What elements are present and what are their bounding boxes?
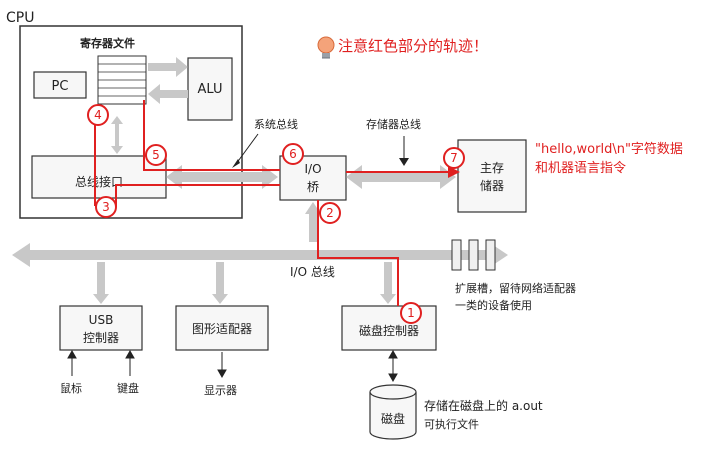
step-5-label: 5 bbox=[152, 148, 160, 162]
disk-arrow bbox=[388, 349, 398, 383]
bus-interface-label: 总线接口 bbox=[75, 174, 123, 189]
usb-controller-box bbox=[59, 305, 143, 351]
main-memory-label-2: 储器 bbox=[480, 178, 504, 193]
step-7-label: 7 bbox=[450, 151, 458, 165]
io-bridge-label-2: 桥 bbox=[307, 180, 319, 194]
annotation-line-2: 和机器语言指令 bbox=[535, 161, 626, 176]
alu-label: ALU bbox=[197, 82, 222, 97]
system-bus-pointer-head bbox=[232, 159, 240, 168]
step-6-circle bbox=[282, 143, 304, 165]
keyboard-label: 键盘 bbox=[117, 381, 139, 395]
register-file-label: 寄存器文件 bbox=[80, 36, 135, 50]
expansion-note-2: 一类的设备使用 bbox=[455, 298, 532, 312]
reg-alu-arrows bbox=[148, 57, 188, 104]
reg-bus-arrow bbox=[111, 116, 123, 154]
step-3-label: 3 bbox=[102, 200, 110, 214]
system-bus-arrow bbox=[166, 165, 278, 189]
disk-note-1: 存储在磁盘上的 a.out bbox=[424, 398, 543, 413]
display-label: 显示器 bbox=[204, 384, 237, 397]
io-bus-label: I/O 总线 bbox=[290, 265, 335, 279]
annotation-line-1: "hello,world\n"字符数据 bbox=[535, 141, 683, 157]
register-file bbox=[97, 55, 147, 105]
step-7-circle bbox=[443, 147, 465, 169]
red-arrow-head bbox=[448, 166, 460, 178]
step-1-circle bbox=[400, 302, 422, 324]
disk-controller-label: 磁盘控制器 bbox=[359, 323, 419, 338]
step-4-label: 4 bbox=[94, 108, 102, 122]
main-memory-box bbox=[457, 139, 527, 213]
memory-bus-pointer-head bbox=[399, 158, 409, 166]
graphics-adapter-box bbox=[175, 305, 269, 351]
note-text: 注意红色部分的轨迹！ bbox=[338, 37, 488, 55]
pc-box bbox=[33, 71, 87, 99]
disk-label: 磁盘 bbox=[381, 411, 405, 426]
io-bridge-label-1: I/O bbox=[304, 162, 321, 176]
step-circles bbox=[87, 104, 465, 324]
system-bus-pointer bbox=[235, 133, 259, 165]
step-5-circle bbox=[145, 144, 167, 166]
usb-label-2: 控制器 bbox=[83, 331, 119, 345]
step-2-label: 2 bbox=[326, 206, 334, 220]
expansion-slots bbox=[451, 239, 496, 271]
step-6-label: 6 bbox=[289, 147, 297, 161]
alu-box bbox=[187, 57, 233, 121]
device-drop-arrows bbox=[93, 262, 396, 304]
memory-bus-arrow bbox=[346, 165, 456, 189]
graphics-adapter-label: 图形适配器 bbox=[192, 322, 252, 336]
main-memory-label-1: 主存 bbox=[480, 161, 504, 175]
step-2-circle bbox=[319, 202, 341, 224]
usb-label-1: USB bbox=[89, 313, 114, 327]
step-4-circle bbox=[87, 104, 109, 126]
expansion-note-1: 扩展槽，留待网络适配器 bbox=[455, 281, 576, 295]
mouse-label: 鼠标 bbox=[60, 381, 82, 395]
step-3-circle bbox=[95, 196, 117, 218]
lightbulb-icon bbox=[317, 36, 335, 59]
input-device-arrows bbox=[67, 349, 227, 379]
memory-bus-label: 存储器总线 bbox=[366, 117, 421, 131]
disk-cylinder bbox=[369, 384, 417, 440]
system-bus-label: 系统总线 bbox=[254, 117, 298, 131]
pc-label: PC bbox=[52, 79, 69, 94]
disk-note-2: 可执行文件 bbox=[424, 417, 479, 431]
io-bus-arrow bbox=[12, 243, 508, 267]
cpu-label: CPU bbox=[6, 10, 34, 26]
step-1-label: 1 bbox=[407, 306, 415, 320]
